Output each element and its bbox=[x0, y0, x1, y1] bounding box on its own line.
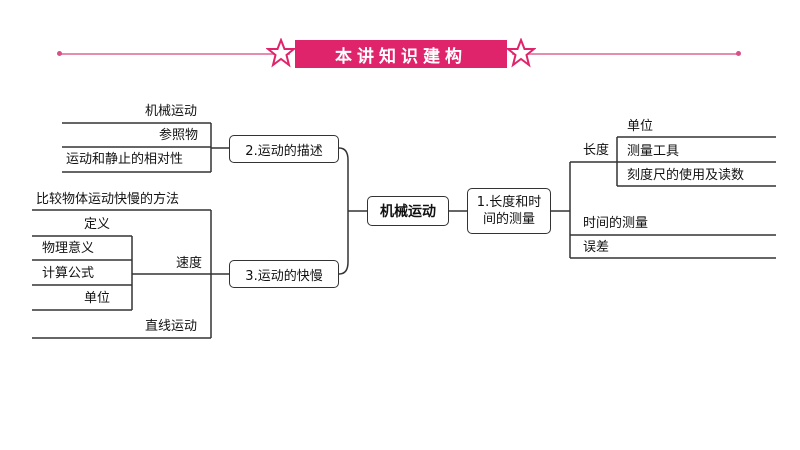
branch-measure-node: 1.长度和时 间的测量 bbox=[467, 188, 551, 234]
length-item-ruler-use: 刻度尺的使用及读数 bbox=[627, 168, 745, 183]
star-icon-left bbox=[266, 38, 296, 68]
center-node: 机械运动 bbox=[367, 196, 449, 226]
page-title: 本讲知识建构 bbox=[295, 40, 507, 68]
banner-line-left bbox=[60, 53, 290, 55]
describe-item-reference: 参照物 bbox=[159, 128, 199, 143]
length-item-tool: 测量工具 bbox=[627, 144, 680, 159]
describe-item-relativity: 运动和静止的相对性 bbox=[66, 152, 184, 167]
speed-item-formula: 计算公式 bbox=[42, 266, 95, 281]
describe-item-mechanical-motion: 机械运动 bbox=[145, 104, 198, 119]
speed-linear-motion: 直线运动 bbox=[145, 319, 198, 334]
branch-measure-label-line1: 1.长度和时 bbox=[476, 195, 542, 210]
branch-measure-label-line2: 间的测量 bbox=[482, 212, 535, 227]
branch-describe-node: 2.运动的描述 bbox=[229, 135, 339, 163]
speed-compare-methods: 比较物体运动快慢的方法 bbox=[36, 192, 180, 207]
error-item: 误差 bbox=[583, 240, 610, 255]
banner-dot-left bbox=[57, 51, 62, 56]
speed-item-definition: 定义 bbox=[84, 217, 111, 232]
length-label: 长度 bbox=[583, 143, 610, 158]
speed-item-meaning: 物理意义 bbox=[42, 241, 95, 256]
branch-speed-node: 3.运动的快慢 bbox=[229, 260, 339, 288]
star-icon-right bbox=[506, 38, 536, 68]
banner-line-right bbox=[512, 53, 738, 55]
banner-dot-right bbox=[736, 51, 741, 56]
speed-item-unit: 单位 bbox=[84, 291, 111, 306]
length-item-unit: 单位 bbox=[627, 119, 654, 134]
time-measure: 时间的测量 bbox=[583, 216, 649, 231]
speed-label: 速度 bbox=[176, 256, 203, 271]
